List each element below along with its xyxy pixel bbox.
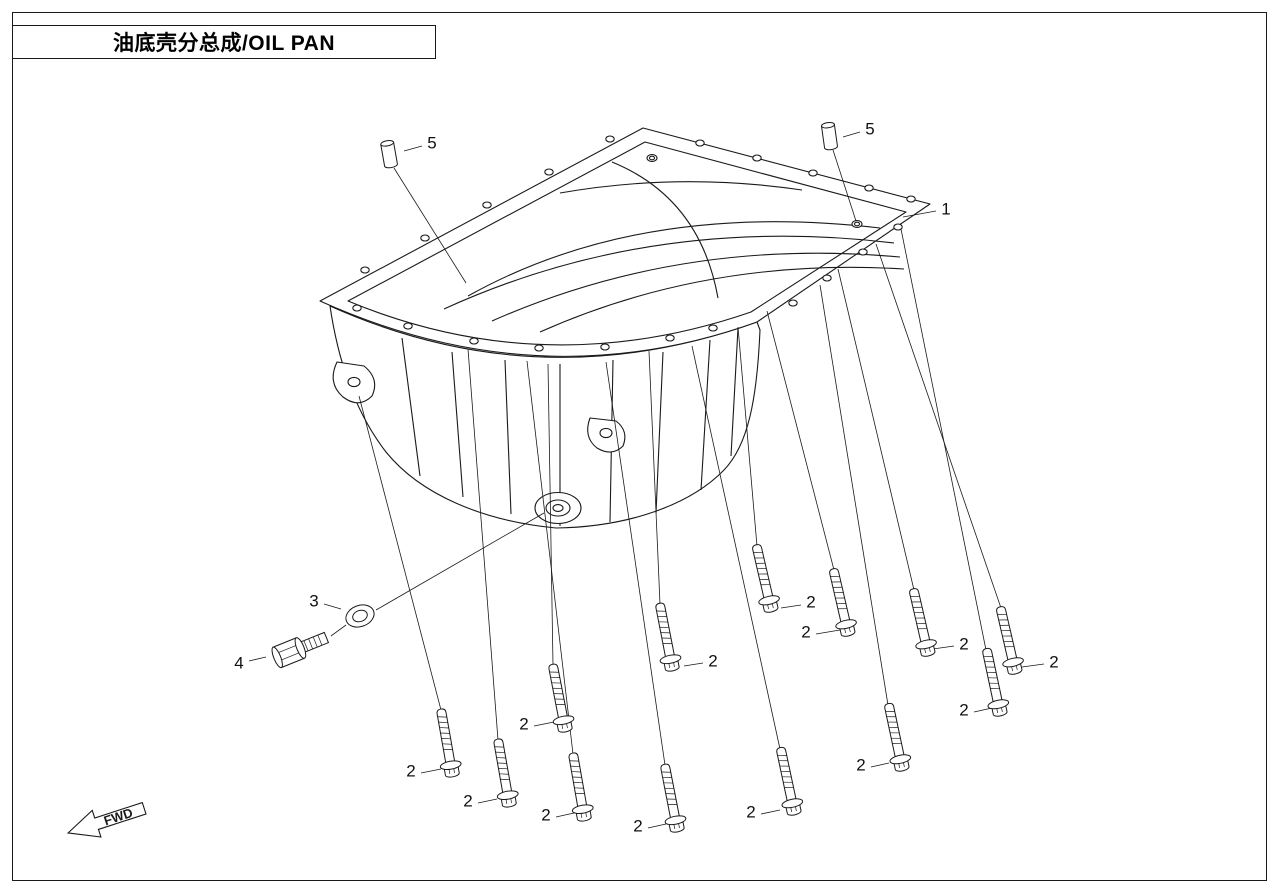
- leader-line: [647, 823, 667, 829]
- dowel-pin: [820, 121, 839, 151]
- sealing-washer: [345, 604, 375, 628]
- leader-line: [875, 243, 1002, 609]
- leader-line: [393, 167, 467, 284]
- fwd-arrow: FWD: [66, 801, 147, 838]
- leader-line: [1021, 663, 1045, 668]
- leader-line: [547, 363, 554, 666]
- leader-line: [403, 145, 423, 152]
- page-title: 油底壳分总成/OIL PAN: [12, 25, 436, 59]
- leader-line: [932, 645, 955, 650]
- flange-bolt: [745, 541, 783, 615]
- hardware-layer: [248, 121, 1045, 835]
- leader-line: [526, 360, 574, 755]
- leader-line: [766, 310, 835, 571]
- leader-line: [420, 768, 442, 774]
- flange-bolt: [877, 700, 914, 774]
- leader-line: [760, 809, 781, 815]
- leader-line: [691, 345, 781, 750]
- leader-line: [358, 395, 442, 711]
- leader-line: [683, 662, 704, 667]
- leader-line: [323, 603, 342, 610]
- leader-line: [477, 798, 498, 804]
- flange-bolt: [562, 750, 596, 824]
- leader-line: [815, 629, 841, 635]
- flange-bolt: [487, 736, 521, 810]
- leader-line: [555, 812, 575, 818]
- leader-line: [902, 210, 937, 218]
- drain-plug: [271, 631, 330, 669]
- leader-line: [737, 326, 758, 547]
- leader-line: [533, 721, 555, 727]
- leader-line: [780, 604, 802, 609]
- leader-line: [837, 268, 915, 591]
- flange-bolt: [648, 600, 684, 674]
- leader-line: [870, 762, 890, 768]
- flange-bolt: [822, 565, 860, 639]
- leader-line: [330, 624, 347, 637]
- leader-line: [832, 149, 857, 222]
- dowel-pin: [379, 139, 399, 170]
- drain-plug-group: [271, 604, 375, 669]
- flange-bolt: [902, 585, 940, 659]
- leader-line: [375, 512, 545, 611]
- flange-bolt: [989, 603, 1027, 677]
- flange-bolt: [769, 744, 806, 818]
- fwd-label: FWD: [102, 805, 135, 828]
- leader-line: [248, 656, 267, 662]
- flange-bolt: [653, 761, 689, 835]
- oil-pan-drawing: [319, 127, 931, 529]
- leader-line: [973, 707, 993, 713]
- leader-line: [819, 284, 889, 706]
- leader-line: [900, 228, 987, 651]
- flange-bolt: [430, 706, 464, 780]
- leader-line: [842, 131, 861, 138]
- flange-bolt: [975, 645, 1012, 719]
- leader-line: [605, 361, 666, 766]
- leader-line: [467, 348, 499, 741]
- leader-line: [648, 350, 661, 605]
